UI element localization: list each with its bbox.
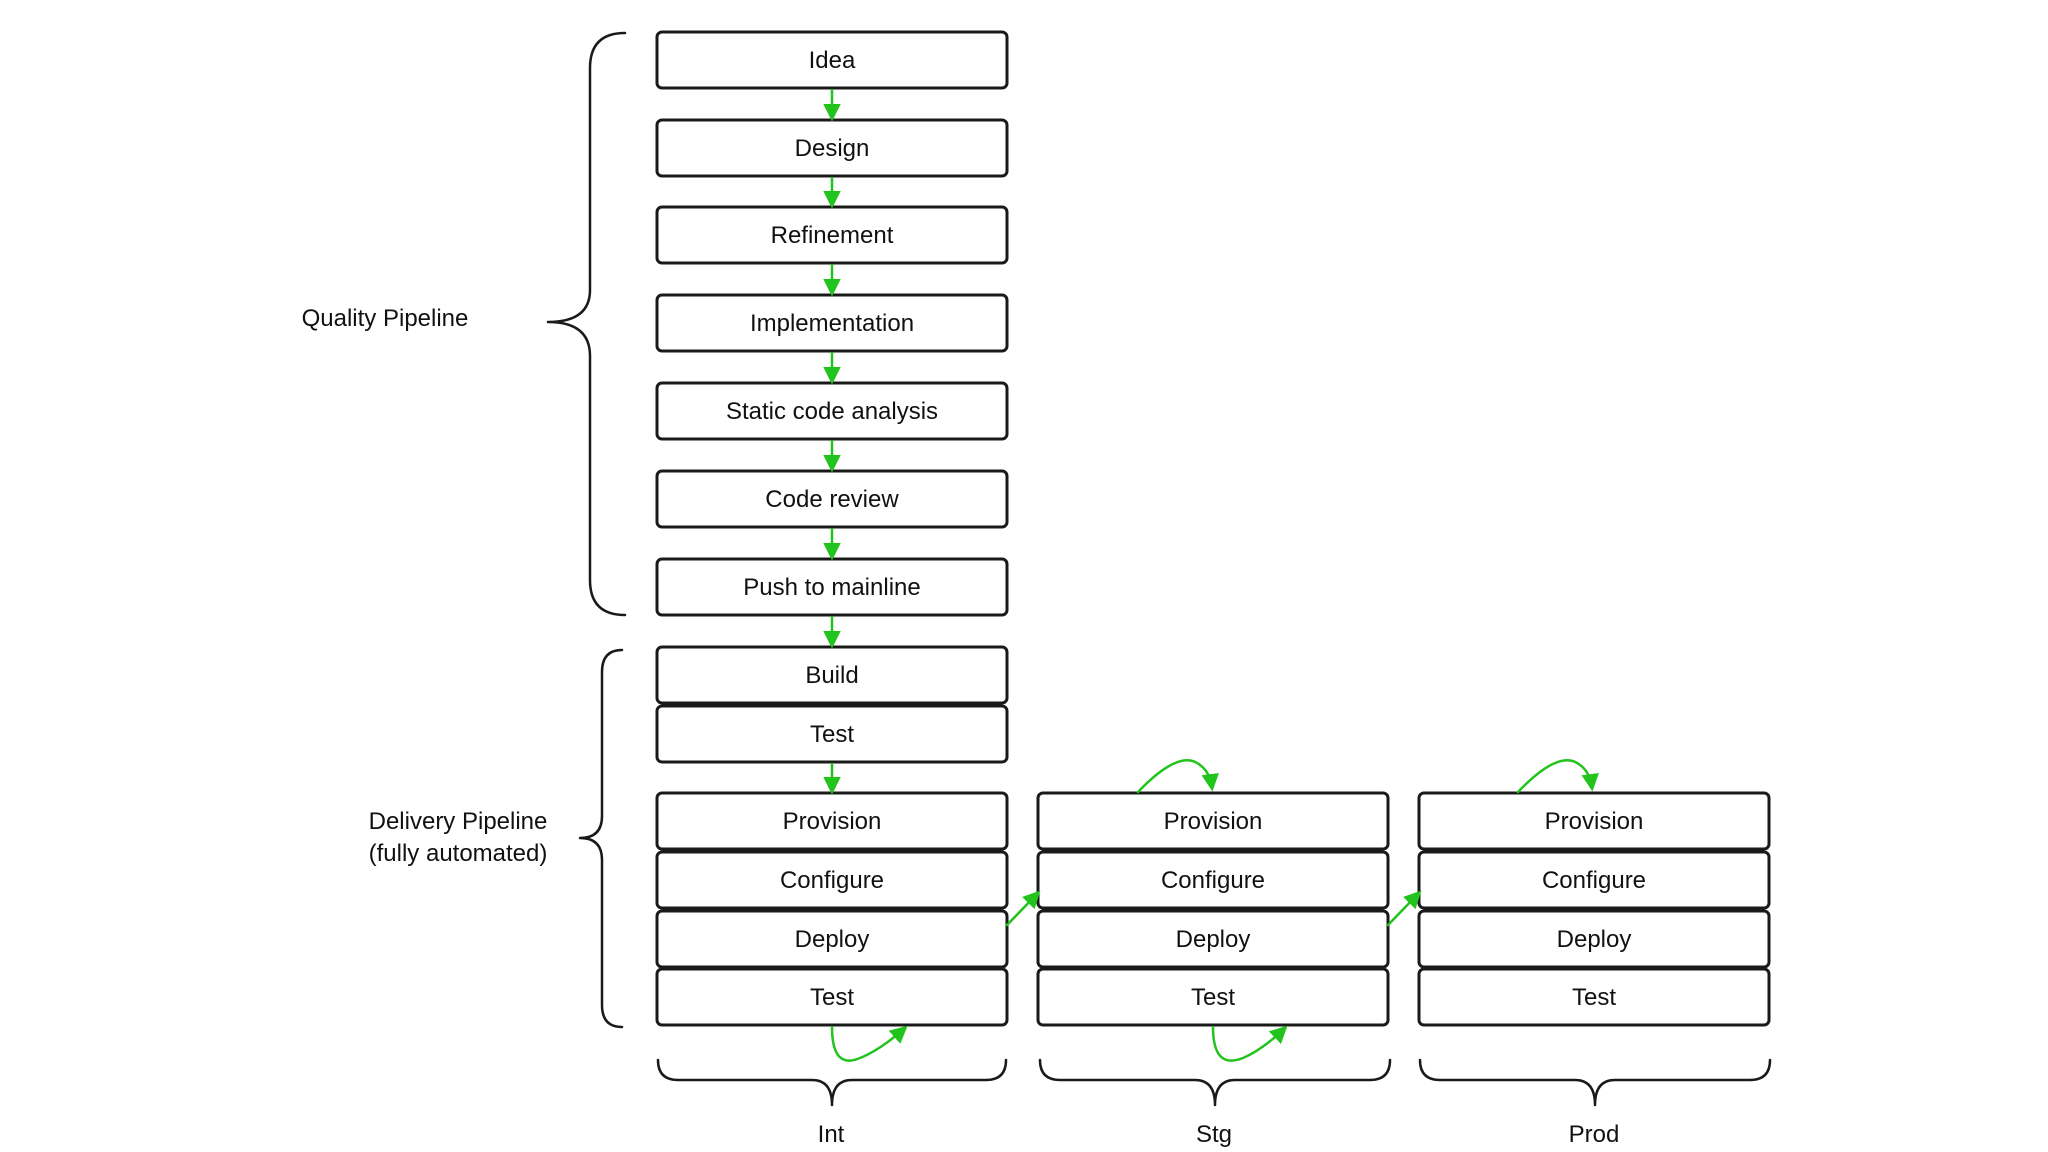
env-int-step-4-box bbox=[655, 967, 1009, 1027]
quality-step-5-label: Static code analysis bbox=[726, 398, 938, 425]
env-prod-step-4-box bbox=[1417, 967, 1771, 1027]
build-step-1: Build bbox=[655, 645, 1009, 705]
env-stg-step-4: Test bbox=[1036, 967, 1390, 1027]
build-step-2-box bbox=[655, 704, 1009, 764]
promote-arrow-int-stg bbox=[1136, 759, 1219, 794]
int-env-brace bbox=[656, 1058, 1008, 1107]
promote-arrow-stg-mid bbox=[1386, 890, 1422, 927]
env-prod-step-3-box bbox=[1417, 909, 1771, 969]
quality-step-1: Idea bbox=[655, 30, 1009, 90]
quality-step-6: Code review bbox=[655, 469, 1009, 529]
env-int-step-3: Deploy bbox=[655, 909, 1009, 969]
env-int-step-4: Test bbox=[655, 967, 1009, 1027]
quality-step-2: Design bbox=[655, 118, 1009, 178]
build-step-1-label: Build bbox=[805, 662, 858, 689]
env-stg-step-3: Deploy bbox=[1036, 909, 1390, 969]
env-prod-step-2-label: Configure bbox=[1542, 867, 1646, 894]
build-step-2: Test bbox=[655, 704, 1009, 764]
env-prod-step-1: Provision bbox=[1417, 791, 1771, 851]
env-int-step-1: Provision bbox=[655, 791, 1009, 851]
quality-step-5: Static code analysis bbox=[655, 381, 1009, 441]
env-stg-step-4-box bbox=[1036, 967, 1390, 1027]
env-prod-step-2-box bbox=[1417, 850, 1771, 910]
env-stg-step-1: Provision bbox=[1036, 791, 1390, 851]
quality-step-4-label: Implementation bbox=[750, 310, 914, 337]
env-label-int: Int bbox=[818, 1121, 845, 1148]
env-stg-step-2: Configure bbox=[1036, 850, 1390, 910]
stg-env-brace bbox=[1038, 1058, 1392, 1107]
env-stg-step-3-box bbox=[1036, 909, 1390, 969]
delivery-pipeline-sublabel: (fully automated) bbox=[369, 840, 548, 867]
env-int-step-2-label: Configure bbox=[780, 867, 884, 894]
env-stg-step-1-label: Provision bbox=[1164, 808, 1263, 835]
env-prod-step-4-label: Test bbox=[1572, 984, 1616, 1011]
delivery-pipeline-label: Delivery Pipeline bbox=[369, 808, 548, 835]
env-stg-step-1-box bbox=[1036, 791, 1390, 851]
quality-step-6-label: Code review bbox=[765, 486, 899, 513]
quality-step-3: Refinement bbox=[655, 205, 1009, 265]
build-step-2-label: Test bbox=[810, 721, 854, 748]
env-int-step-3-label: Deploy bbox=[795, 926, 870, 953]
env-int-step-3-box bbox=[655, 909, 1009, 969]
promote-arrow-int-mid bbox=[1005, 890, 1041, 927]
promote-arrow-stg-prod bbox=[1516, 759, 1599, 794]
quality-pipeline-label: Quality Pipeline bbox=[302, 305, 469, 332]
env-label-prod: Prod bbox=[1569, 1121, 1620, 1148]
env-prod-step-1-label: Provision bbox=[1545, 808, 1644, 835]
quality-step-7: Push to mainline bbox=[655, 557, 1009, 617]
promote-arrow-stg-tail bbox=[1211, 1025, 1288, 1062]
quality-step-3-label: Refinement bbox=[771, 222, 894, 249]
env-int-step-1-label: Provision bbox=[783, 808, 882, 835]
env-prod-step-3-label: Deploy bbox=[1557, 926, 1632, 953]
quality-pipeline-brace bbox=[546, 31, 627, 617]
quality-step-1-label: Idea bbox=[809, 47, 856, 74]
delivery-pipeline-brace bbox=[578, 648, 624, 1029]
promote-arrow-int-tail bbox=[830, 1025, 908, 1062]
prod-env-brace bbox=[1418, 1058, 1772, 1107]
quality-step-4: Implementation bbox=[655, 293, 1009, 353]
env-prod-step-3: Deploy bbox=[1417, 909, 1771, 969]
quality-step-1-box bbox=[655, 30, 1009, 90]
env-prod-step-4: Test bbox=[1417, 967, 1771, 1027]
env-int-step-2: Configure bbox=[655, 850, 1009, 910]
env-stg-step-2-box bbox=[1036, 850, 1390, 910]
env-label-stg: Stg bbox=[1196, 1121, 1232, 1148]
env-prod-step-2: Configure bbox=[1417, 850, 1771, 910]
env-int-step-2-box bbox=[655, 850, 1009, 910]
env-int-step-4-label: Test bbox=[810, 984, 854, 1011]
quality-step-7-label: Push to mainline bbox=[743, 574, 920, 601]
env-stg-step-2-label: Configure bbox=[1161, 867, 1265, 894]
env-stg-step-4-label: Test bbox=[1191, 984, 1235, 1011]
env-stg-step-3-label: Deploy bbox=[1176, 926, 1251, 953]
env-prod-step-1-box bbox=[1417, 791, 1771, 851]
quality-step-2-label: Design bbox=[795, 135, 870, 162]
